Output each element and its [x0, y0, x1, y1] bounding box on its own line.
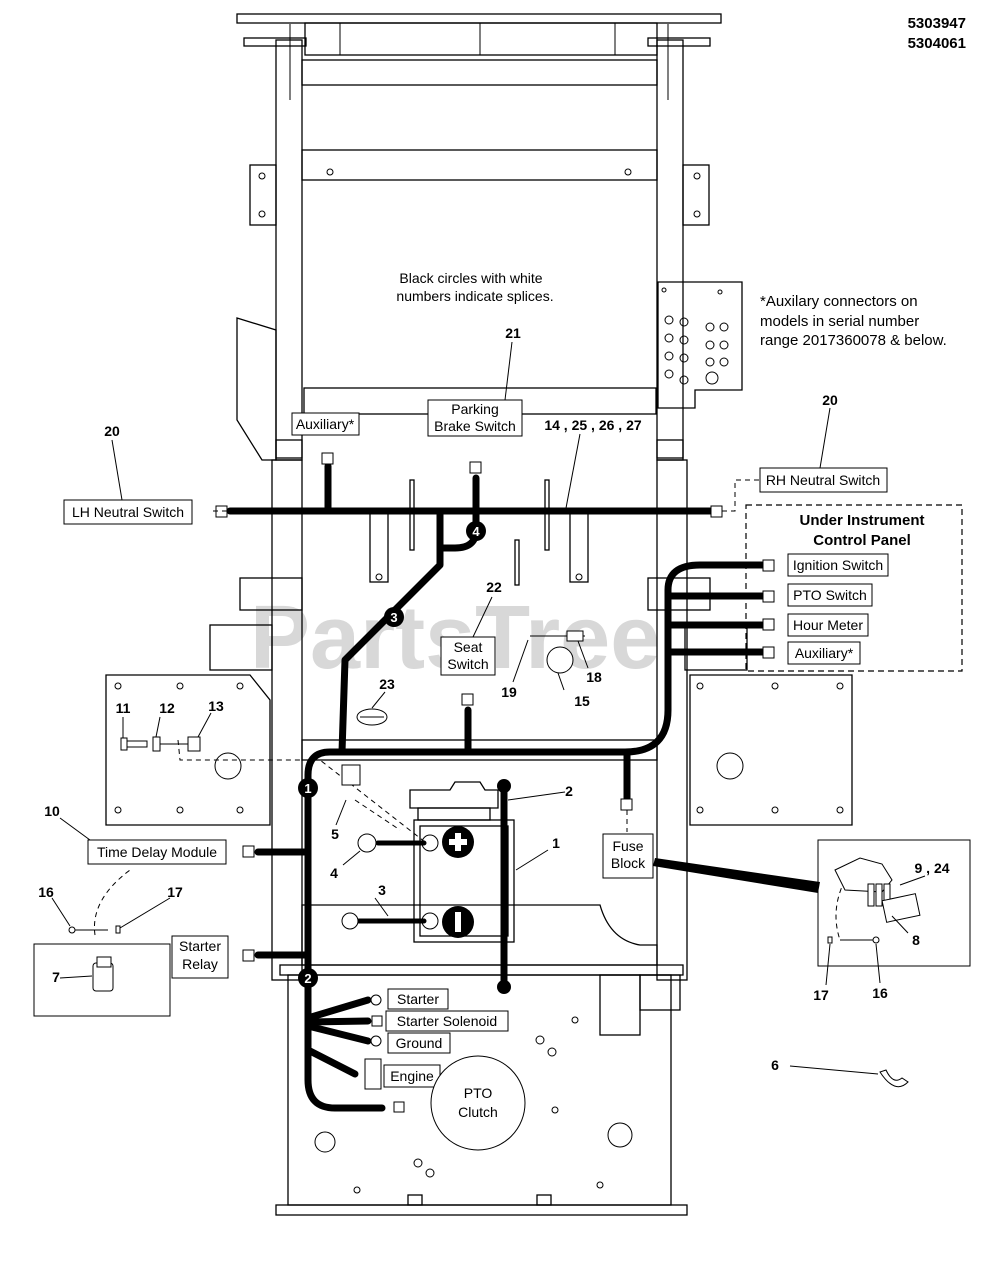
svg-text:3: 3	[390, 610, 397, 625]
fuse-block-housing	[834, 857, 893, 893]
svg-text:4: 4	[472, 524, 480, 539]
fuse-detail-box	[817, 839, 971, 967]
svg-text:20: 20	[822, 392, 838, 408]
svg-text:21: 21	[505, 325, 521, 341]
svg-text:20: 20	[104, 423, 120, 439]
splice-1-icon	[298, 778, 318, 798]
svg-text:23: 23	[379, 676, 395, 692]
label-boxes: LH Neutral Switch RH Neutral Switch Auxi…	[63, 399, 889, 1151]
small-parts	[68, 630, 921, 1088]
instrument-panel-box	[745, 504, 963, 672]
parking-brake-label-line2: Brake Switch	[434, 418, 516, 434]
splice-3-icon	[384, 607, 404, 627]
clip-icon	[879, 1069, 909, 1088]
hour-meter-label: Hour Meter	[793, 617, 863, 633]
svg-text:11: 11	[116, 700, 131, 716]
svg-text:9 , 24: 9 , 24	[914, 860, 949, 876]
svg-text:17: 17	[813, 987, 829, 1003]
svg-text:22: 22	[486, 579, 502, 595]
svg-text:18: 18	[586, 669, 602, 685]
wire-harness	[226, 462, 766, 1112]
svg-text:15: 15	[574, 693, 590, 709]
part-number-1: 5303947	[908, 15, 966, 32]
lh-neutral-switch-label: LH Neutral Switch	[72, 504, 184, 520]
splice-markers: 1 2 3 4	[298, 521, 486, 988]
svg-text:13: 13	[208, 698, 224, 714]
seat-switch-label-line2: Switch	[447, 656, 488, 672]
starter-relay-label-line2: Relay	[182, 956, 218, 972]
aux-note-line2: models in serial number	[760, 313, 919, 330]
rh-neutral-switch-label: RH Neutral Switch	[766, 472, 880, 488]
svg-text:2: 2	[304, 971, 311, 986]
auxiliary-top-label: Auxiliary*	[296, 416, 355, 432]
connectors	[215, 452, 775, 1113]
svg-text:19: 19	[501, 684, 517, 700]
ignition-switch-label: Ignition Switch	[793, 557, 883, 573]
pto-switch-label: PTO Switch	[793, 587, 867, 603]
svg-text:6: 6	[771, 1057, 779, 1073]
svg-text:2: 2	[565, 783, 573, 799]
svg-text:5: 5	[331, 826, 339, 842]
svg-text:17: 17	[167, 884, 183, 900]
splice-note-line2: numbers indicate splices.	[396, 288, 553, 304]
pto-clutch-label-line2: Clutch	[458, 1104, 498, 1120]
svg-text:16: 16	[38, 884, 54, 900]
splice-note-line1: Black circles with white	[399, 270, 542, 286]
aux-note-line1: *Auxilary connectors on	[760, 293, 918, 310]
svg-text:12: 12	[159, 700, 175, 716]
svg-text:1: 1	[552, 835, 560, 851]
starter-solenoid-label: Starter Solenoid	[397, 1013, 497, 1029]
pto-clutch-label-line1: PTO	[464, 1085, 493, 1101]
callout-numbers: 20 20 21 14 , 25 , 26 , 27 22 23 11 12 1…	[38, 325, 950, 1073]
relay-detail-box	[33, 943, 171, 1017]
starter-label: Starter	[397, 991, 439, 1007]
splice-4-icon	[466, 521, 486, 541]
svg-text:1: 1	[304, 781, 311, 796]
svg-text:3: 3	[378, 882, 386, 898]
fuse-block-label-line2: Block	[611, 855, 646, 871]
svg-text:4: 4	[330, 865, 338, 881]
svg-text:10: 10	[44, 803, 60, 819]
engine-label: Engine	[390, 1068, 434, 1084]
aux-note-line3: range 2017360078 & below.	[760, 332, 947, 349]
svg-text:7: 7	[52, 969, 60, 985]
svg-text:16: 16	[872, 985, 888, 1001]
part-number-2: 5304061	[908, 35, 966, 52]
ground-label: Ground	[396, 1035, 443, 1051]
pto-clutch	[430, 1055, 526, 1151]
svg-text:8: 8	[912, 932, 920, 948]
starter-relay-label-line1: Starter	[179, 938, 221, 954]
fuse-leader-wedge	[653, 858, 820, 893]
panel-title-line2: Control Panel	[813, 532, 911, 549]
seat-switch-label-line1: Seat	[454, 639, 483, 655]
fuse-block-label-line1: Fuse	[612, 838, 643, 854]
panel-title-line1: Under Instrument	[799, 512, 924, 529]
svg-text:14 , 25 , 26 , 27: 14 , 25 , 26 , 27	[544, 417, 642, 433]
dashed-leaders	[93, 479, 846, 941]
splice-2-icon	[298, 968, 318, 988]
time-delay-module-label: Time Delay Module	[97, 844, 217, 860]
battery	[409, 781, 515, 943]
auxiliary-panel-label: Auxiliary*	[795, 645, 854, 661]
parking-brake-label-line1: Parking	[451, 401, 498, 417]
leader-lines	[51, 341, 926, 1075]
